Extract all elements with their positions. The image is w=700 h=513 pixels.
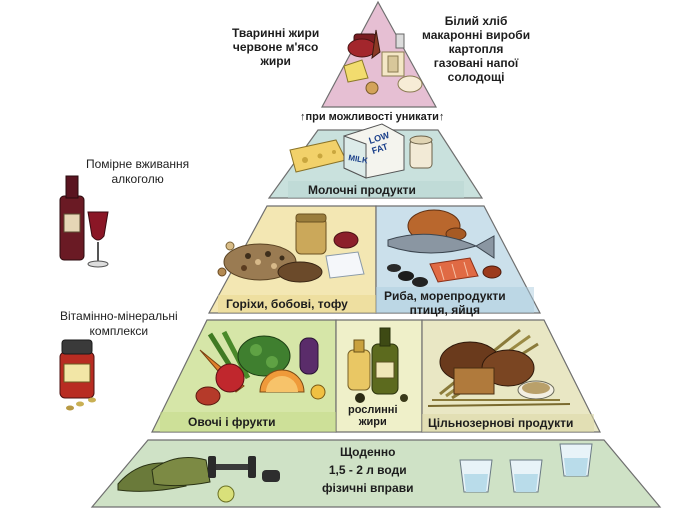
whole-grains-illustration xyxy=(427,328,571,407)
vitamins-line: комплекси xyxy=(89,324,149,338)
protein-right-label-band xyxy=(376,287,534,313)
top-right-foods-label: Білий хліб макаронні вироби картопля газ… xyxy=(422,14,530,84)
grain-label-band xyxy=(422,414,594,432)
vegetables-fruits-illustration xyxy=(195,330,326,406)
daily-base-label: Щоденно 1,5 - 2 л води фізичні вправи xyxy=(322,445,413,495)
oil-line: рослинні xyxy=(348,404,398,416)
top-right-line: макаронні вироби xyxy=(422,28,531,42)
wine-bottle-glass-illustration xyxy=(59,175,109,268)
base-line: 1,5 - 2 л води xyxy=(328,463,407,477)
alcohol-line: алкоголю xyxy=(111,172,164,186)
nuts-beans-illustration xyxy=(217,213,365,283)
dairy-foods-illustration: LOW FAT MILK xyxy=(289,123,433,179)
top-left-line: Тваринні жири xyxy=(232,26,320,40)
dairy-label-band xyxy=(288,181,464,198)
protein-left-label-band xyxy=(218,295,376,313)
oil-line: жири xyxy=(358,416,387,428)
top-left-line: жири xyxy=(260,54,291,68)
top-left-foods-label: Тваринні жири червоне м'ясо жири xyxy=(232,26,319,68)
base-line: фізичні вправи xyxy=(322,481,414,495)
top-right-line: Білий хліб xyxy=(444,14,508,28)
vitamins-line: Вітамінно-мінеральні xyxy=(60,309,178,323)
exercise-water-illustration xyxy=(117,443,593,503)
fish-poultry-line: Риба, морепродукти xyxy=(384,289,506,303)
nuts-beans-tofu-label: Горіхи, бобові, тофу xyxy=(226,297,348,311)
whole-grains-label: Цільнозернові продукти xyxy=(428,416,574,430)
fish-poultry-illustration xyxy=(387,209,502,287)
alcohol-line: Помірне вживання xyxy=(86,157,190,171)
tier-top xyxy=(321,0,438,108)
dairy-label: Молочні продукти xyxy=(308,183,416,197)
top-right-line: газовані напої xyxy=(433,56,519,70)
carton-text-milk: MILK xyxy=(348,153,369,165)
top-right-line: солодощі xyxy=(447,70,505,84)
vegetable-oils-illustration xyxy=(347,327,408,403)
top-left-line: червоне м'ясо xyxy=(232,40,319,54)
fish-poultry-label: Риба, морепродукти птиця, яйця xyxy=(384,289,506,317)
base-line: Щоденно xyxy=(339,445,396,459)
carton-text-fat: FAT xyxy=(371,141,390,156)
vegetable-oils-label: рослинні жири xyxy=(348,404,398,428)
vitamin-bottle-illustration xyxy=(59,339,96,411)
avoid-note: ↑при можливості уникати↑ xyxy=(300,111,445,123)
vitamins-note: Вітамінно-мінеральні комплекси xyxy=(60,309,178,339)
vegetables-fruits-label: Овочі і фрукти xyxy=(188,415,276,429)
top-foods-illustration xyxy=(343,29,423,95)
alcohol-note: Помірне вживання алкоголю xyxy=(86,157,189,187)
veg-label-band xyxy=(160,412,336,432)
fish-poultry-line: птиця, яйця xyxy=(409,303,480,317)
top-right-line: картопля xyxy=(448,42,504,56)
